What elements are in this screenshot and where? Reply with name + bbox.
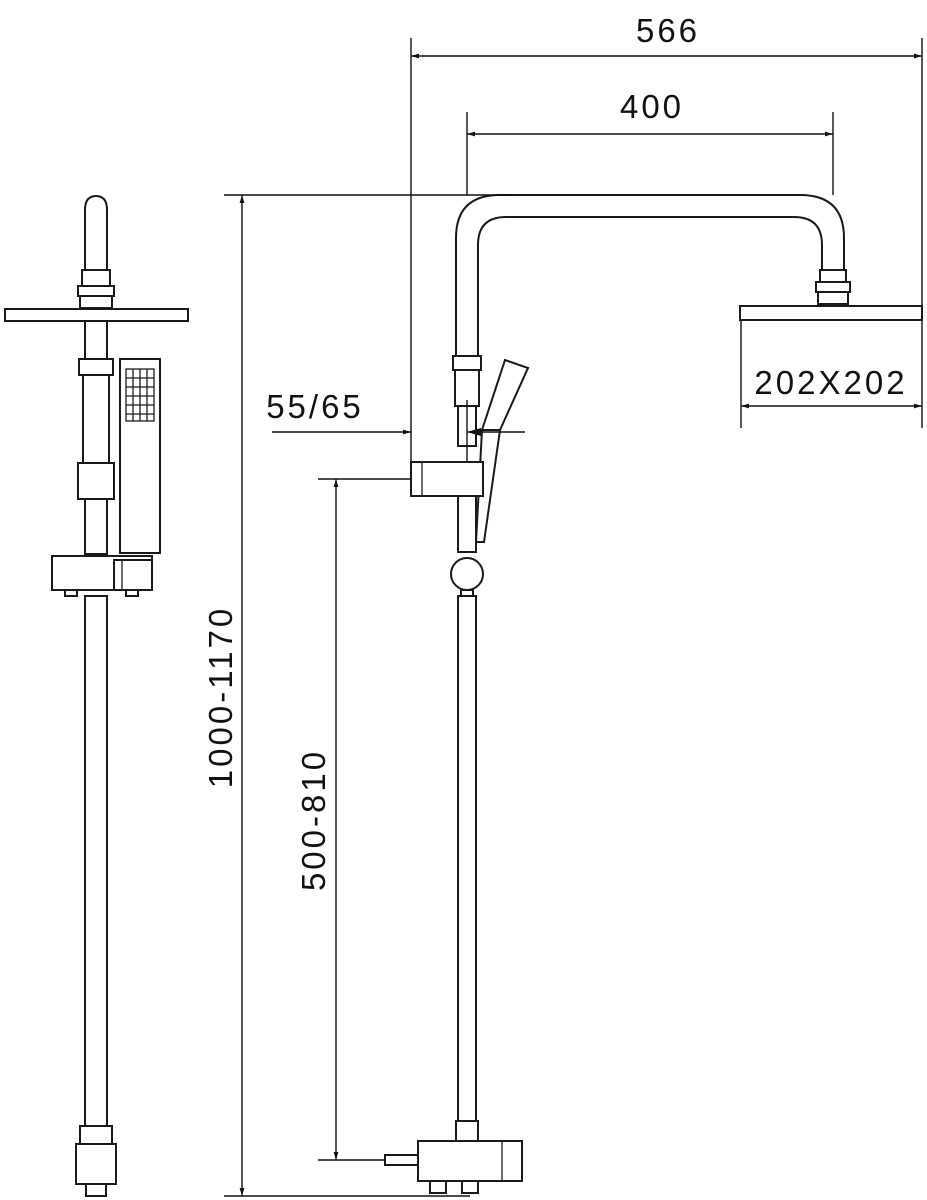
label-head-reach: 400 — [620, 88, 684, 125]
side-view — [4, 194, 189, 1197]
dim-566 — [410, 38, 923, 462]
label-total-height: 1000-1170 — [202, 606, 239, 788]
dim-55-65 — [272, 400, 525, 462]
label-overall-width: 566 — [636, 12, 700, 49]
label-head-size: 202X202 — [754, 364, 907, 401]
label-bracket-height: 500-810 — [295, 749, 332, 891]
dim-202 — [740, 320, 923, 428]
label-wall-offset: 55/65 — [266, 388, 364, 425]
dim-400 — [466, 112, 834, 195]
dim-1000-1170 — [224, 194, 515, 1197]
dim-500-810 — [318, 478, 411, 1161]
front-view — [384, 194, 923, 1194]
